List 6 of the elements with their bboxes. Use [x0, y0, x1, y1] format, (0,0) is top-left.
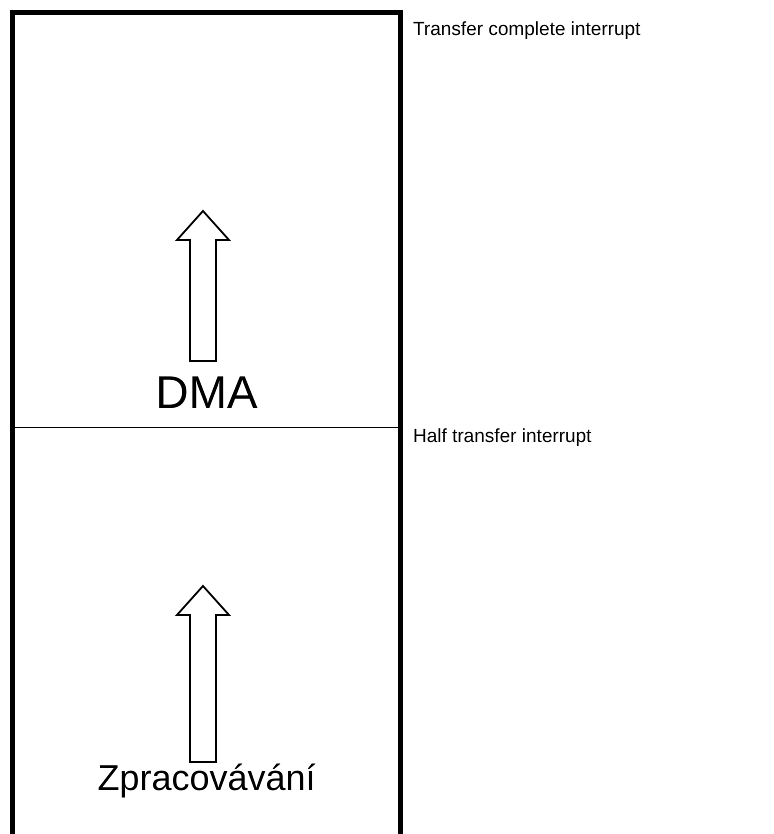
interrupt-label: Transfer complete interrupt	[413, 19, 640, 41]
buffer-section	[10, 10, 403, 428]
section-label: Zpracovávání	[96, 757, 317, 799]
buffer-section	[10, 428, 403, 834]
section-label: DMA	[154, 365, 259, 419]
interrupt-label: Half transfer interrupt	[413, 426, 592, 448]
